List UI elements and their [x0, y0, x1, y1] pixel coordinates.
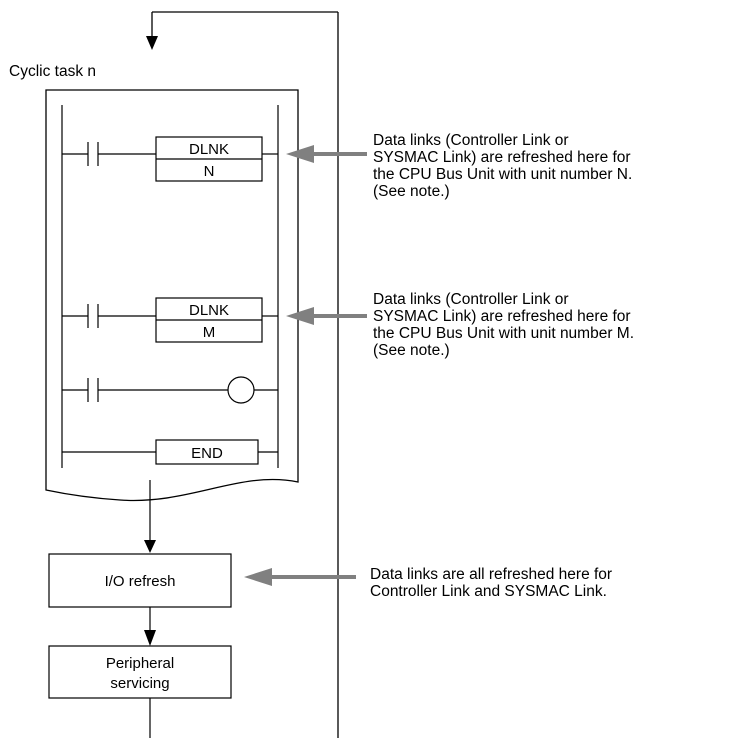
- pointer-arrow-io: [244, 568, 356, 586]
- arrow-down-icon: [144, 540, 156, 553]
- arrow-left-icon: [286, 145, 314, 163]
- note-line: (See note.): [373, 183, 450, 200]
- rung1-instruction: DLNK: [189, 141, 229, 158]
- note-line: Data links (Controller Link or: [373, 132, 569, 149]
- arrow-down-icon: [146, 36, 158, 50]
- program-block: [45, 89, 299, 502]
- pointer-arrow-n: [286, 145, 367, 163]
- note-line: the CPU Bus Unit with unit number N.: [373, 166, 633, 183]
- note-line: Data links (Controller Link or: [373, 291, 569, 308]
- peripheral-servicing-box: [48, 645, 232, 699]
- peripheral-label-line1: Peripheral: [106, 655, 174, 672]
- pointer-arrow-m: [286, 307, 367, 325]
- note-line: (See note.): [373, 342, 450, 359]
- note-unit-n: Data links (Controller Link or SYSMAC Li…: [373, 132, 632, 200]
- rung-1: [62, 136, 278, 182]
- note-io-refresh: Data links are all refreshed here for Co…: [370, 566, 612, 600]
- peripheral-label-line2: servicing: [110, 675, 169, 692]
- rung2-instruction: DLNK: [189, 302, 229, 319]
- arrow-down-icon: [144, 630, 156, 646]
- io-refresh-label: I/O refresh: [105, 573, 176, 590]
- rung2-operand: M: [203, 324, 216, 341]
- loop-connector: [151, 11, 339, 738]
- note-line: SYSMAC Link) are refreshed here for: [373, 308, 631, 325]
- note-line: Data links are all refreshed here for: [370, 566, 613, 583]
- rung-end: [62, 439, 278, 465]
- rung-2: [62, 297, 278, 343]
- end-instruction: END: [191, 445, 223, 462]
- arrow-left-icon: [286, 307, 314, 325]
- note-line: SYSMAC Link) are refreshed here for: [373, 149, 631, 166]
- note-unit-m: Data links (Controller Link or SYSMAC Li…: [373, 291, 634, 359]
- arrow-left-icon: [244, 568, 272, 586]
- rung-3: [62, 376, 278, 404]
- note-line: Controller Link and SYSMAC Link.: [370, 583, 607, 600]
- rung1-operand: N: [204, 163, 215, 180]
- io-refresh-box: [48, 553, 232, 608]
- output-coil-icon: [227, 376, 255, 404]
- note-line: the CPU Bus Unit with unit number M.: [373, 325, 635, 342]
- task-label: Cyclic task n: [9, 63, 96, 80]
